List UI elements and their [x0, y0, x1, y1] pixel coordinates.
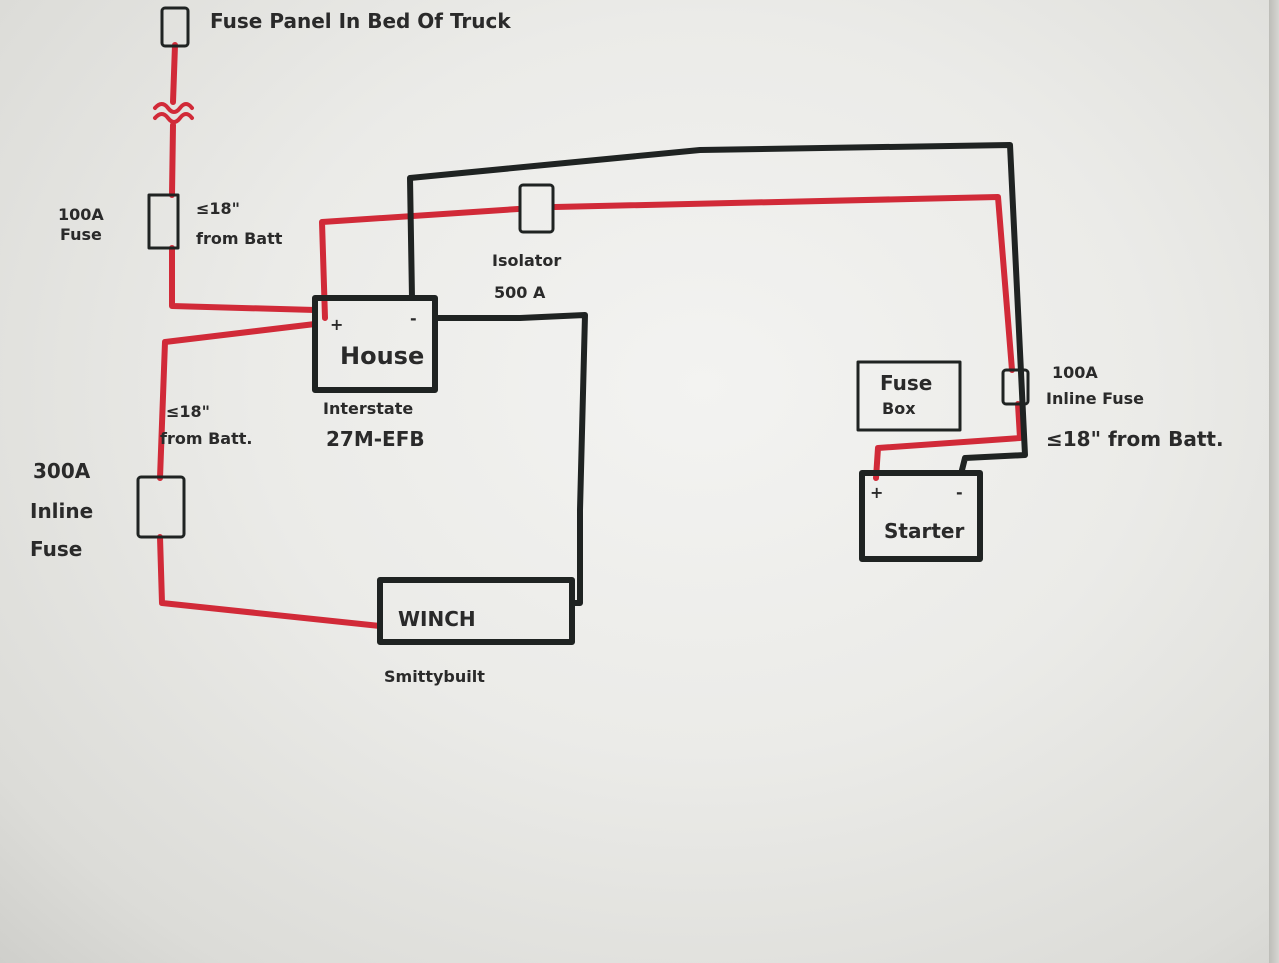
house-model-line2: 27M-EFB [326, 427, 425, 451]
red-wire-100a-fuse-to-house [169, 245, 318, 313]
fuse-box-label-line2: Box [882, 399, 916, 418]
red-wire-starter-fuse-to-starter [873, 401, 1023, 481]
starter-battery-label: Starter [884, 519, 965, 543]
red-wire-300a-fuse-to-winch [157, 534, 383, 629]
wire-break-symbol [153, 102, 194, 124]
starter-fuse-rating: 100A [1052, 363, 1098, 382]
winch-fuse-distance-line2: from Batt. [160, 429, 253, 448]
components [136, 6, 1030, 645]
black-wire-house-to-starter [407, 142, 1028, 473]
fuse-box-label-line1: Fuse [880, 371, 933, 395]
positive-wires [153, 42, 1023, 629]
house-battery-box [312, 295, 438, 393]
isolator-box [518, 183, 555, 234]
fuse-100a-distance-line1: ≤18" [196, 199, 241, 218]
isolator-rating: 500 A [494, 283, 546, 302]
fuse-panel-label: Fuse Panel In Bed Of Truck [210, 9, 511, 33]
red-wire-panel-to-break [170, 42, 178, 105]
winch-fuse-distance-line1: ≤18" [166, 402, 211, 421]
paper-edge [1269, 0, 1279, 963]
fuse-panel-box [160, 6, 190, 48]
fuse-box-box [856, 360, 962, 432]
starter-fuse-distance: ≤18" from Batt. [1046, 427, 1224, 451]
negative-wires [407, 142, 1028, 606]
house-minus-terminal: - [410, 309, 417, 328]
red-wire-isolator-to-starter-fuse [552, 194, 1015, 373]
starter-fuse-word: Inline Fuse [1046, 389, 1145, 408]
winch-fuse-word-line2: Fuse [30, 537, 83, 561]
red-wire-house-to-300a-fuse [157, 321, 318, 481]
fuse-300a-box [136, 475, 186, 539]
red-wire-break-to-100a-fuse [169, 122, 176, 198]
winch-box [377, 577, 575, 645]
starter-battery-box [859, 470, 983, 562]
fuse-100a-rating: 100A [58, 205, 104, 224]
house-plus-terminal: + [330, 315, 344, 334]
winch-fuse-word-line1: Inline [30, 499, 94, 523]
winch-brand-label: Smittybuilt [384, 667, 485, 686]
fuse-100a-distance-line2: from Batt [196, 229, 283, 248]
starter-minus-terminal: - [956, 483, 963, 502]
house-model-line1: Interstate [323, 399, 414, 418]
winch-label: WINCH [398, 607, 476, 631]
fuse-100a-box [147, 193, 180, 250]
isolator-label: Isolator [492, 251, 562, 270]
red-wire-house-to-isolator [319, 206, 521, 321]
winch-fuse-rating: 300A [33, 459, 91, 483]
fuse-100a-word: Fuse [60, 225, 102, 244]
starter-fuse-box [1001, 368, 1030, 406]
black-wire-house-to-winch [433, 312, 588, 606]
starter-plus-terminal: + [870, 483, 884, 502]
house-battery-label: House [340, 342, 425, 370]
